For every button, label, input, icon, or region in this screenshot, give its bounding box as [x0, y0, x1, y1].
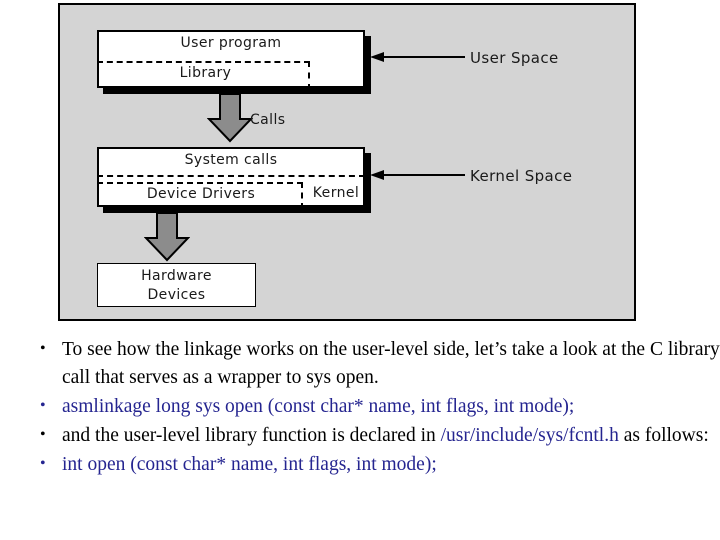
bullet-item-linkage: To see how the linkage works on the user… — [0, 335, 720, 392]
bullet-item-intopen: int open (const char* name, int flags, i… — [0, 450, 720, 479]
bullet-item-declared: and the user-level library function is d… — [0, 421, 720, 450]
architecture-diagram-panel: User program Library Calls System calls … — [58, 3, 636, 321]
user-space-label: User Space — [470, 49, 559, 67]
bullet-item-asmlinkage: asmlinkage long sys open (const char* na… — [0, 392, 720, 421]
kernel-box: System calls Device Drivers Kernel — [97, 147, 365, 209]
bullet-list: To see how the linkage works on the user… — [0, 335, 720, 480]
hardware-devices-box: Hardware Devices — [97, 263, 256, 307]
system-calls-label: System calls — [184, 152, 278, 168]
hardware-devices-label: Hardware Devices — [98, 267, 255, 305]
calls-label: Calls — [250, 112, 286, 128]
device-drivers-dashed-region — [97, 182, 303, 209]
library-dashed-region — [97, 61, 310, 90]
user-program-box: User program Library — [97, 30, 365, 90]
user-space-pointer-arrow-icon — [370, 50, 466, 69]
device-drivers-label: Device Drivers — [146, 186, 256, 202]
library-label: Library — [179, 65, 232, 81]
fcntl-header-path: /usr/include/sys/fcntl.h — [440, 425, 619, 446]
kernel-space-label: Kernel Space — [470, 167, 573, 185]
bullet-declared-text-part2: as follows: — [618, 425, 709, 446]
user-program-label: User program — [180, 35, 282, 51]
kernel-label: Kernel — [312, 185, 360, 201]
hardware-devices-label-line1: Hardware — [141, 268, 212, 284]
system-calls-divider — [97, 175, 365, 177]
hardware-devices-label-line2: Devices — [147, 287, 206, 303]
hardware-down-arrow-icon — [143, 212, 191, 267]
calls-down-arrow-icon — [206, 93, 254, 148]
kernel-space-pointer-arrow-icon — [370, 168, 466, 187]
bullet-declared-text-part1: and the user-level library function is d… — [62, 425, 441, 446]
